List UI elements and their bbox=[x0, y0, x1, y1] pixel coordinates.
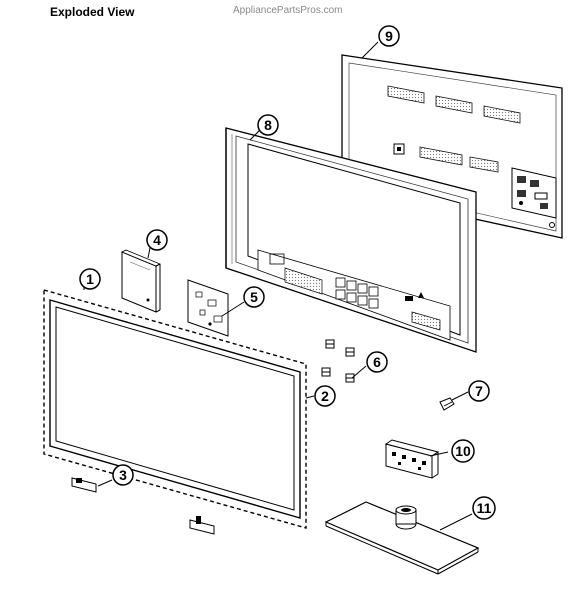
stand-base-part[interactable] bbox=[324, 501, 480, 575]
svg-text:3: 3 bbox=[119, 467, 127, 483]
power-board-part[interactable] bbox=[187, 279, 229, 337]
callout-8: 8 bbox=[257, 114, 279, 136]
svg-text:7: 7 bbox=[475, 383, 483, 399]
main-board-part[interactable] bbox=[121, 249, 161, 313]
page-title: Exploded View bbox=[50, 5, 135, 19]
rear-frame-part[interactable] bbox=[225, 127, 477, 353]
callout-2: 2 bbox=[314, 385, 336, 407]
panel-frame-part[interactable] bbox=[43, 289, 307, 529]
panel-bracket-part[interactable] bbox=[71, 477, 215, 535]
callout-3: 3 bbox=[112, 464, 134, 486]
svg-text:6: 6 bbox=[373, 354, 381, 370]
callout-5: 5 bbox=[243, 286, 265, 308]
callout-7: 7 bbox=[468, 380, 490, 402]
svg-text:1: 1 bbox=[86, 271, 94, 287]
svg-text:11: 11 bbox=[477, 500, 492, 516]
watermark: AppliancePartsPros.com bbox=[233, 5, 343, 16]
callout-10: 10 bbox=[451, 439, 475, 463]
small-clip-part[interactable] bbox=[439, 397, 455, 411]
stand-neck-part[interactable] bbox=[384, 439, 440, 479]
callout-11: 11 bbox=[472, 496, 496, 520]
svg-text:4: 4 bbox=[153, 232, 161, 248]
svg-text:2: 2 bbox=[321, 388, 329, 404]
svg-text:5: 5 bbox=[250, 289, 258, 305]
callout-4: 4 bbox=[146, 229, 168, 251]
svg-text:10: 10 bbox=[455, 443, 471, 459]
callout-1: 1 bbox=[79, 268, 101, 290]
callout-9: 9 bbox=[378, 25, 400, 47]
svg-text:9: 9 bbox=[385, 28, 393, 44]
display-panel-part[interactable] bbox=[49, 299, 301, 519]
svg-text:8: 8 bbox=[264, 117, 272, 133]
clip-part[interactable] bbox=[321, 339, 355, 383]
callout-6: 6 bbox=[366, 351, 388, 373]
